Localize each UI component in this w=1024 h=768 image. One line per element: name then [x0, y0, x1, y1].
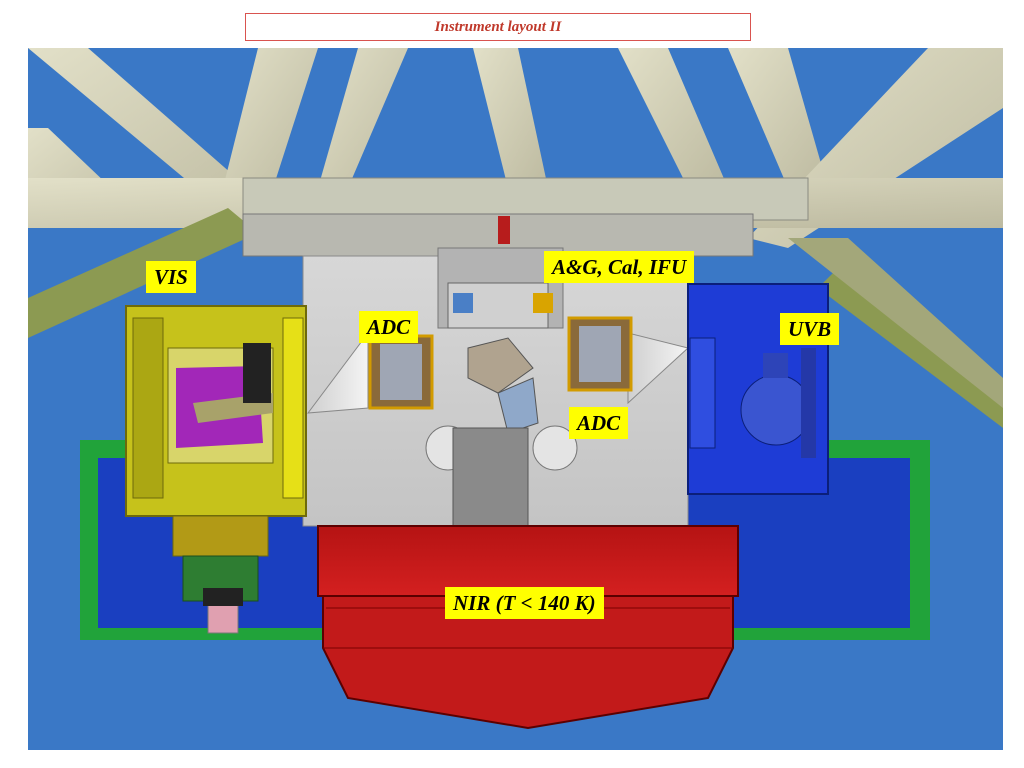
label-adc-left: ADC: [359, 311, 419, 343]
label-adc-right: ADC: [569, 407, 629, 439]
slide-title: Instrument layout II: [434, 18, 562, 35]
vis-arm: [125, 305, 307, 634]
label-uvb: UVB: [780, 313, 840, 345]
label-vis: VIS: [146, 261, 196, 293]
label-nir: NIR (T < 140 K): [445, 587, 604, 619]
mounting-flange: [242, 177, 809, 221]
title-box: Instrument layout II: [245, 13, 751, 41]
label-ag-cal-ifu: A&G, Cal, IFU: [544, 251, 695, 283]
nir-cryostat: [317, 525, 739, 730]
instrument-render: [28, 48, 1003, 750]
left-adc-cone: [306, 331, 369, 414]
